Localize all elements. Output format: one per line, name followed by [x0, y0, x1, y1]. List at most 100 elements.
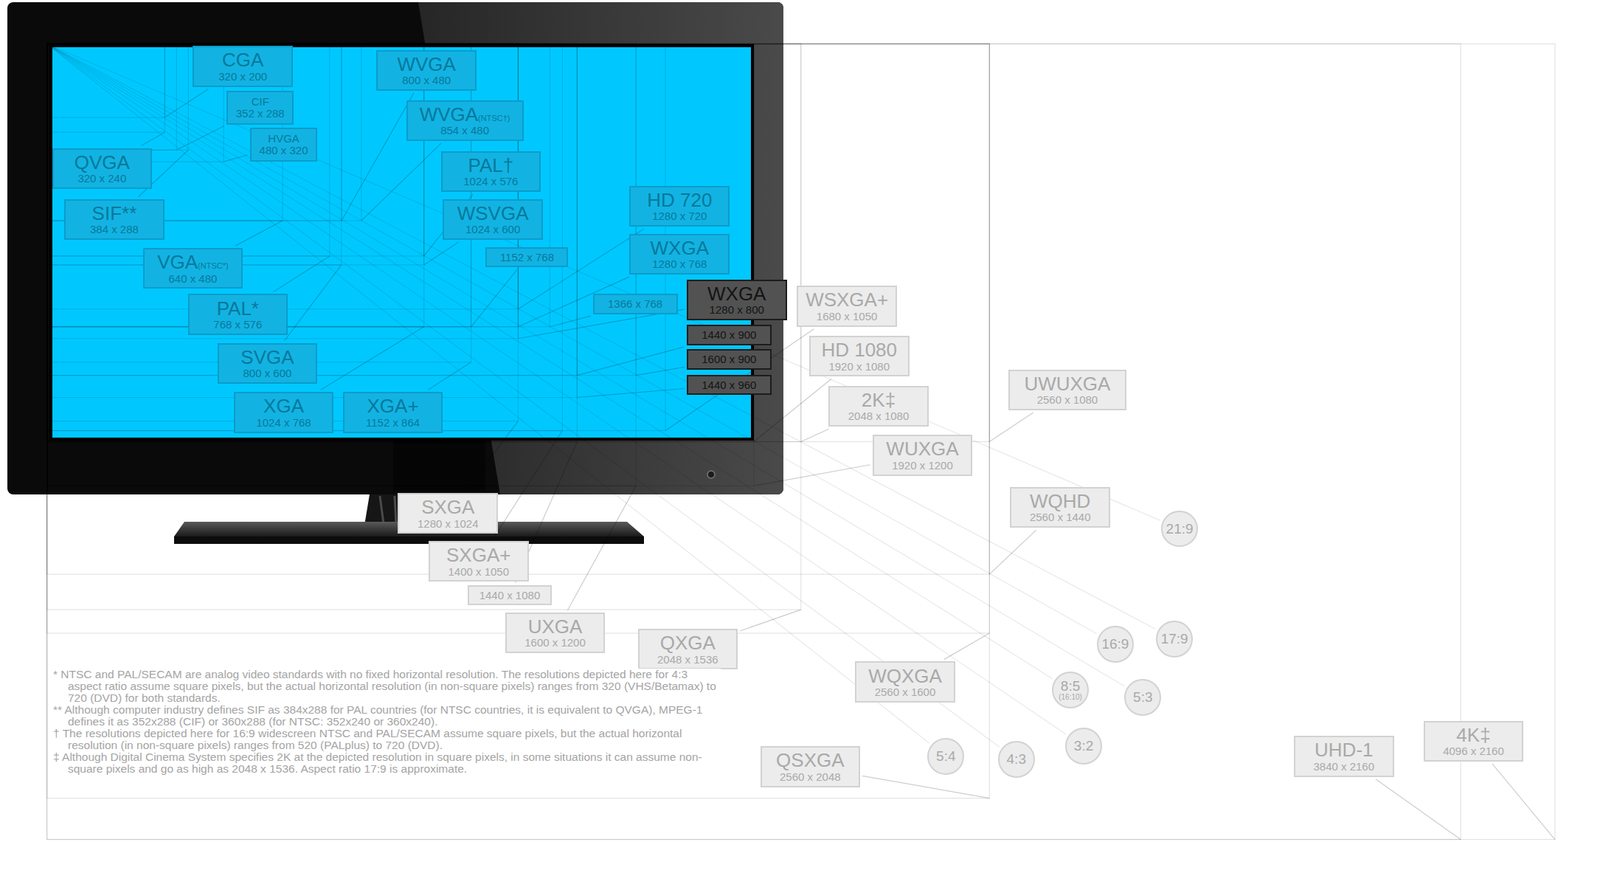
leader-line: [465, 421, 519, 492]
resolution-box: VGA(NTSC*)640 x 480: [143, 247, 244, 289]
resolution-size: 1280 x 768: [652, 258, 707, 270]
resolution-frame: [47, 43, 563, 431]
resolution-frame: [47, 43, 637, 486]
aspect-ratio-text: 17:9: [1161, 631, 1189, 647]
resolution-frame: [47, 43, 425, 265]
resolution-name: QSXGA: [776, 750, 844, 771]
resolution-box: WXGA1280 x 800: [686, 279, 788, 321]
heading-line: WVGA(NTSC†): [419, 104, 511, 125]
leader-line: [235, 220, 283, 246]
resolution-name: WQHD: [1029, 491, 1091, 512]
resolution-name: SVGA: [240, 347, 294, 368]
resolution-frame: [47, 43, 472, 362]
resolution-frame: [47, 43, 802, 610]
resolution-size: 1024 x 768: [255, 416, 311, 429]
resolution-box: 1600 x 900: [686, 348, 772, 370]
resolution-box: XGA1024 x 768: [233, 391, 335, 433]
leader-line: [635, 366, 685, 375]
resolution-box: SVGA800 x 600: [217, 343, 318, 384]
aspect-ratio-ray: [47, 43, 1125, 687]
leader-line: [223, 154, 248, 162]
leader-line: [576, 388, 685, 398]
leader-line: [471, 269, 518, 327]
aspect-ratio-ray: [47, 43, 1066, 734]
footnote: ‡ Although Digital Cinema System specifi…: [53, 750, 721, 775]
aspect-ratio-circle: 5:4: [927, 737, 965, 775]
resolution-name: UHD-1: [1314, 739, 1373, 760]
leader-line: [989, 412, 1033, 442]
bezel-notch: [393, 440, 486, 491]
resolution-box: WQHD2560 x 1440: [1009, 486, 1111, 528]
resolution-name: WUXGA: [885, 438, 959, 459]
leader-line: [576, 346, 685, 376]
leader-line: [567, 485, 636, 611]
resolution-size: 1440 x 960: [701, 379, 757, 391]
leader-line: [801, 428, 830, 442]
resolution-name: CIF: [251, 95, 270, 108]
resolution-size: 854 x 480: [440, 124, 490, 137]
resolution-size: 384 x 288: [89, 223, 139, 236]
resolution-size: 1280 x 720: [652, 210, 707, 223]
resolution-size: 768 x 576: [213, 318, 262, 331]
leader-line: [141, 132, 166, 146]
resolution-name: PAL†: [468, 155, 515, 176]
resolution-size: 1600 x 1200: [524, 636, 586, 649]
aspect-ratio-circle: 8:5(16:10): [1051, 671, 1089, 709]
resolution-box: WSXGA+1680 x 1050: [796, 285, 898, 327]
standard-note: (NTSC*): [197, 261, 229, 270]
aspect-ratio-text: 16:9: [1101, 636, 1129, 652]
resolution-frame: [47, 43, 990, 442]
resolution-box: WVGA(NTSC†)854 x 480: [406, 100, 524, 141]
resolution-name: QXGA: [660, 632, 716, 653]
resolution-frame: [47, 43, 578, 397]
resolution-name: HVGA: [267, 132, 300, 145]
resolution-box: UHD-13840 x 2160: [1293, 735, 1395, 777]
resolution-name: HD 1080: [821, 340, 898, 360]
resolution-box: XGA+1152 x 864: [343, 391, 444, 433]
resolution-name: WXGA: [707, 284, 766, 304]
leader-line: [862, 775, 990, 798]
resolution-box: HD 10801920 x 1080: [809, 335, 910, 377]
aspect-ratio-alias: (16:10): [1058, 693, 1083, 702]
resolution-size: 3840 x 2160: [1313, 760, 1375, 773]
resolution-name: HD 720: [646, 190, 712, 211]
resolution-box: QXGA2048 x 1536: [638, 628, 739, 670]
resolution-size: 320 x 200: [218, 70, 268, 83]
resolution-name: UWUXGA: [1023, 373, 1111, 394]
resolution-box: WQXGA2560 x 1600: [854, 660, 956, 702]
aspect-ratio-text: 5:3: [1133, 689, 1153, 705]
resolution-box: WXGA1280 x 768: [629, 233, 730, 275]
leader-line: [176, 126, 225, 151]
resolution-box: HD 7201280 x 720: [629, 185, 730, 227]
resolution-box: 1152 x 768: [485, 247, 569, 268]
resolution-box: SIF**384 x 288: [64, 199, 165, 240]
footnote: * NTSC and PAL/SECAM are analog video st…: [53, 668, 721, 704]
leader-line: [753, 464, 871, 487]
leader-line: [944, 632, 990, 659]
resolution-box: 1440 x 960: [686, 374, 772, 396]
leader-line: [1375, 778, 1461, 840]
leader-line: [549, 315, 591, 327]
aspect-ratio-ray: [47, 43, 1000, 747]
resolution-box: SXGA1280 x 1024: [397, 492, 498, 534]
resolution-size: 1440 x 1080: [479, 589, 541, 602]
resolution-name: WSXGA+: [805, 289, 889, 310]
aspect-ratio-circle: 3:2: [1065, 727, 1103, 765]
resolution-size: 2560 x 1440: [1029, 511, 1092, 524]
resolution-size: 2048 x 1536: [657, 653, 719, 666]
resolution-size: 480 x 320: [259, 144, 309, 157]
resolution-box: 2K‡2048 x 1080: [828, 385, 929, 427]
leader-line: [739, 609, 802, 631]
resolution-size: 1152 x 768: [500, 251, 554, 264]
heading-line: VGA(NTSC*): [157, 252, 228, 273]
resolution-name: 2K‡: [861, 390, 896, 411]
resolution-name: WVGA: [419, 103, 479, 126]
aspect-ratio-circle: 4:3: [998, 740, 1035, 778]
resolution-box: WVGA800 x 480: [376, 50, 477, 91]
resolution-name: UXGA: [528, 616, 583, 637]
resolution-box: 4K‡4096 x 2160: [1423, 720, 1525, 762]
resolution-box: 1366 x 768: [593, 293, 678, 315]
resolution-size: 320 x 240: [77, 172, 127, 185]
resolution-box: CIF352 x 288: [226, 90, 294, 125]
aspect-ratio-text: 5:4: [936, 748, 956, 764]
